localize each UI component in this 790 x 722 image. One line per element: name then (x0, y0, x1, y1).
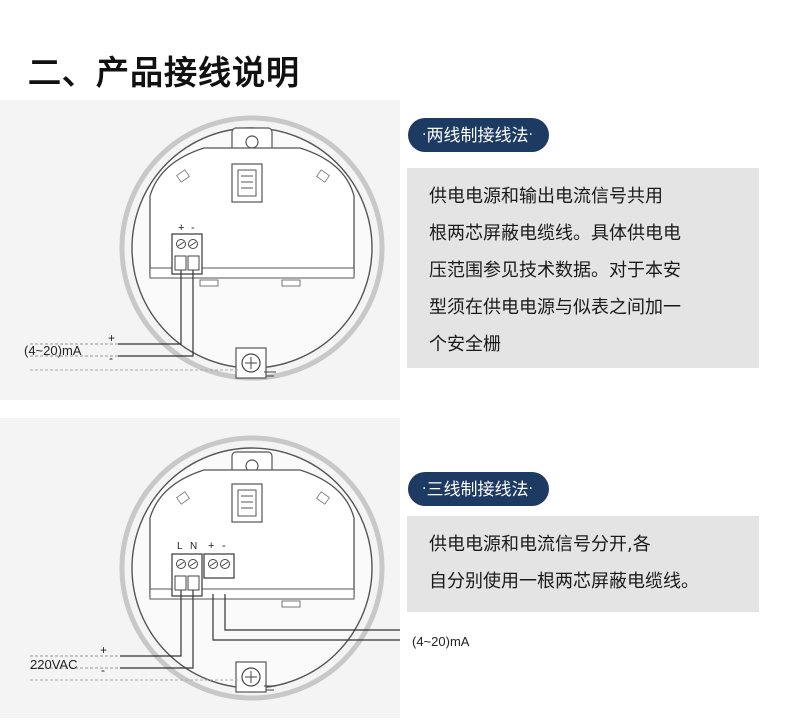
terminal-minus-label: - (222, 540, 226, 552)
wire-plus-sign: + (108, 331, 115, 345)
power-wire-minus-sign: - (101, 663, 105, 677)
two-wire-description: 供电电源和输出电流信号共用 根两芯屏蔽电缆线。具体供电电 压范围参见技术数据。对… (407, 168, 759, 368)
power-wire-L (120, 590, 182, 657)
signal-wire-plus (212, 594, 400, 641)
terminal-plus-label: + (178, 222, 184, 234)
two-wire-desc-line: 根两芯屏蔽电缆线。具体供电电 (429, 223, 681, 244)
terminal-L-label: L (177, 541, 183, 552)
page-title: 二、产品接线说明 (28, 53, 300, 92)
three-wire-heading: ·三线制接线法· (408, 472, 549, 506)
three-wire-power-label: 220VAC (30, 657, 78, 672)
two-wire-desc-line: 个安全栅 (429, 334, 501, 355)
three-wire-diagram: L N + - + - (30, 435, 400, 701)
two-wire-signal-label: (4~20)mA (24, 343, 82, 358)
three-wire-description: 供电电源和电流信号分开,各 自分别使用一根两芯屏蔽电缆线。 (407, 516, 759, 612)
two-wire-desc-line: 压范围参见技术数据。对于本安 (429, 260, 681, 281)
terminal-minus-label: - (191, 222, 195, 234)
two-wire-heading-text: 两线制接线法 (426, 126, 529, 146)
terminal-plus-label: + (208, 540, 214, 552)
bullet-dot-right: · (528, 481, 533, 497)
terminal-N-label: N (190, 541, 197, 552)
three-wire-heading-text: 三线制接线法 (426, 480, 529, 500)
terminal-block (171, 233, 203, 275)
two-wire-desc-line: 型须在供电电源与似表之间加一 (429, 297, 681, 318)
wire-plus (118, 270, 182, 345)
power-wire-plus-sign: + (100, 643, 107, 657)
bullet-dot-left: · (422, 127, 427, 143)
three-wire-desc-line: 自分别使用一根两芯屏蔽电缆线。 (429, 571, 699, 592)
two-wire-heading: ·两线制接线法· (408, 118, 549, 152)
wire-minus (118, 270, 194, 357)
housing-outer-ring (119, 435, 385, 701)
signal-wire-minus (224, 594, 400, 631)
power-wire-N (120, 590, 194, 669)
three-wire-signal-label: (4~20)mA (412, 634, 470, 649)
bullet-dot-right: · (528, 127, 533, 143)
wire-minus-sign: - (109, 351, 113, 365)
two-wire-desc-line: 供电电源和输出电流信号共用 (429, 186, 663, 207)
three-wire-desc-line: 供电电源和电流信号分开,各 (429, 534, 651, 555)
bullet-dot-left: · (422, 481, 427, 497)
two-wire-diagram: + - + - (30, 115, 385, 381)
